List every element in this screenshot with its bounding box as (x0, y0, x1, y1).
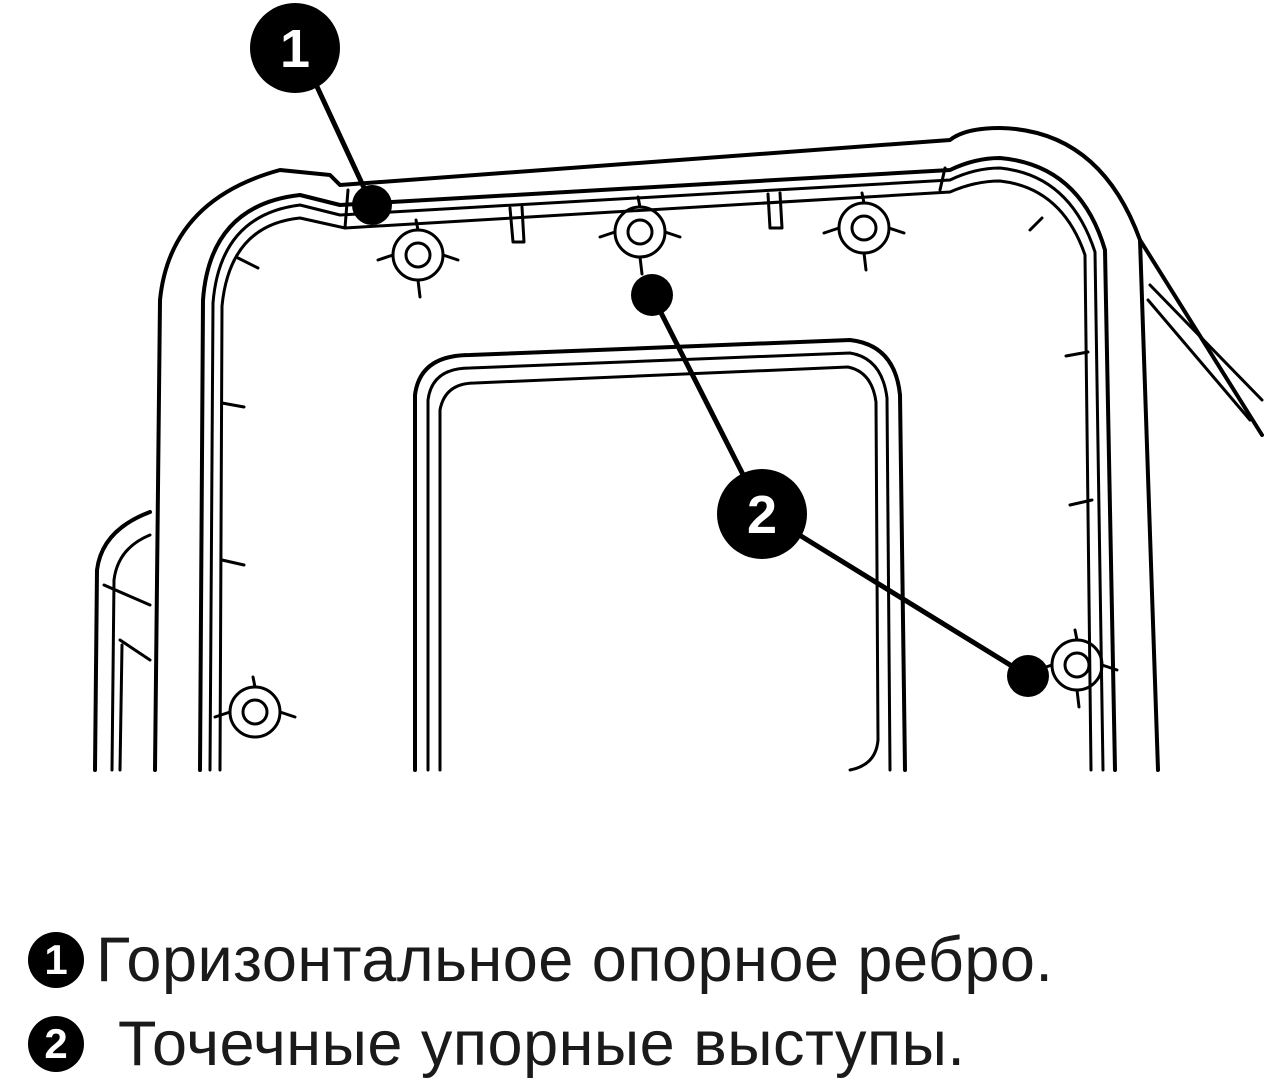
support-lug (213, 675, 297, 739)
support-lug (598, 195, 682, 276)
callout-marker-1: 1 (250, 3, 340, 93)
part-diagram: 1 2 (93, 3, 1264, 772)
leader-dot (631, 274, 673, 316)
support-lug (1035, 628, 1119, 709)
callout-number-1: 1 (280, 19, 310, 79)
outer-shell (153, 126, 1264, 772)
legend-badge-2: 2 (28, 1016, 84, 1072)
point-support-lugs (213, 191, 1119, 739)
legend-item-1: 1 Горизонтальное опорное ребро. (28, 918, 1258, 1002)
legend-item-2: 2 Точечные упорные выступы. (28, 1002, 1258, 1086)
callout-number-2: 2 (747, 485, 777, 545)
leader-dot (1007, 655, 1049, 697)
support-lug (822, 191, 906, 272)
legend-label-1: Горизонтальное опорное ребро. (96, 924, 1054, 995)
callout-marker-2: 2 (717, 469, 807, 559)
legend: 1 Горизонтальное опорное ребро. 2 Точечн… (28, 918, 1258, 1086)
leader-dot (352, 185, 392, 225)
inner-window (413, 338, 907, 772)
horizontal-support-rib (198, 156, 1117, 772)
rim-tabs (220, 191, 1094, 567)
support-lug (376, 218, 460, 299)
left-side-bracket (93, 510, 152, 772)
legend-badge-1: 1 (28, 932, 84, 988)
callout-leaders (297, 47, 1049, 697)
legend-label-2: Точечные упорные выступы. (118, 1008, 966, 1079)
